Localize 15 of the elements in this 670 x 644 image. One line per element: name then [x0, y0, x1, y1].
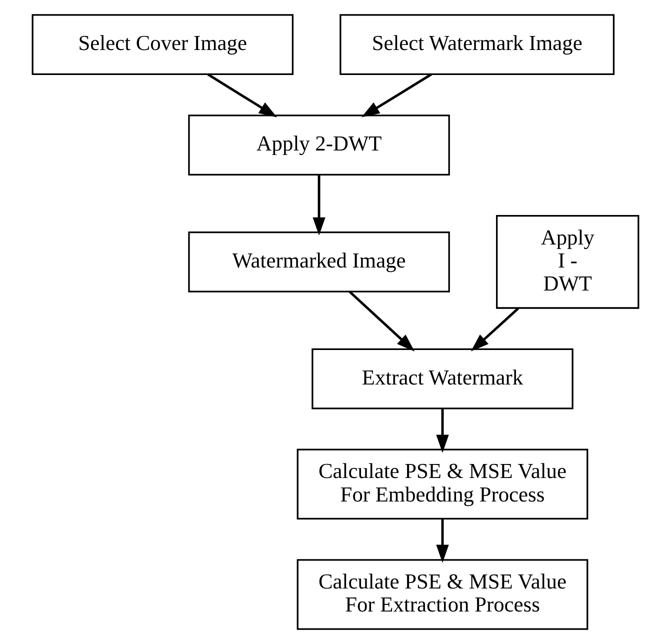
- node-box: Select Cover Image: [31, 14, 294, 76]
- arrow: [470, 308, 518, 352]
- node-box: Select Watermark Image: [339, 14, 614, 76]
- arrow: [312, 174, 325, 236]
- node-box: Apply I - DWT: [496, 215, 639, 309]
- arrow: [436, 519, 448, 563]
- arrow: [206, 73, 277, 118]
- node-box: Calculate PSE & MSE Value For Extraction Process: [296, 559, 588, 630]
- arrow: [436, 408, 448, 453]
- arrow: [348, 290, 414, 352]
- arrow: [360, 73, 432, 118]
- node-box: Apply 2-DWT: [188, 114, 450, 176]
- node-box: Extract Watermark: [311, 348, 573, 410]
- node-box: Watermarked Image: [188, 231, 450, 292]
- node-box: Calculate PSE & MSE Value For Embedding Process: [296, 448, 588, 520]
